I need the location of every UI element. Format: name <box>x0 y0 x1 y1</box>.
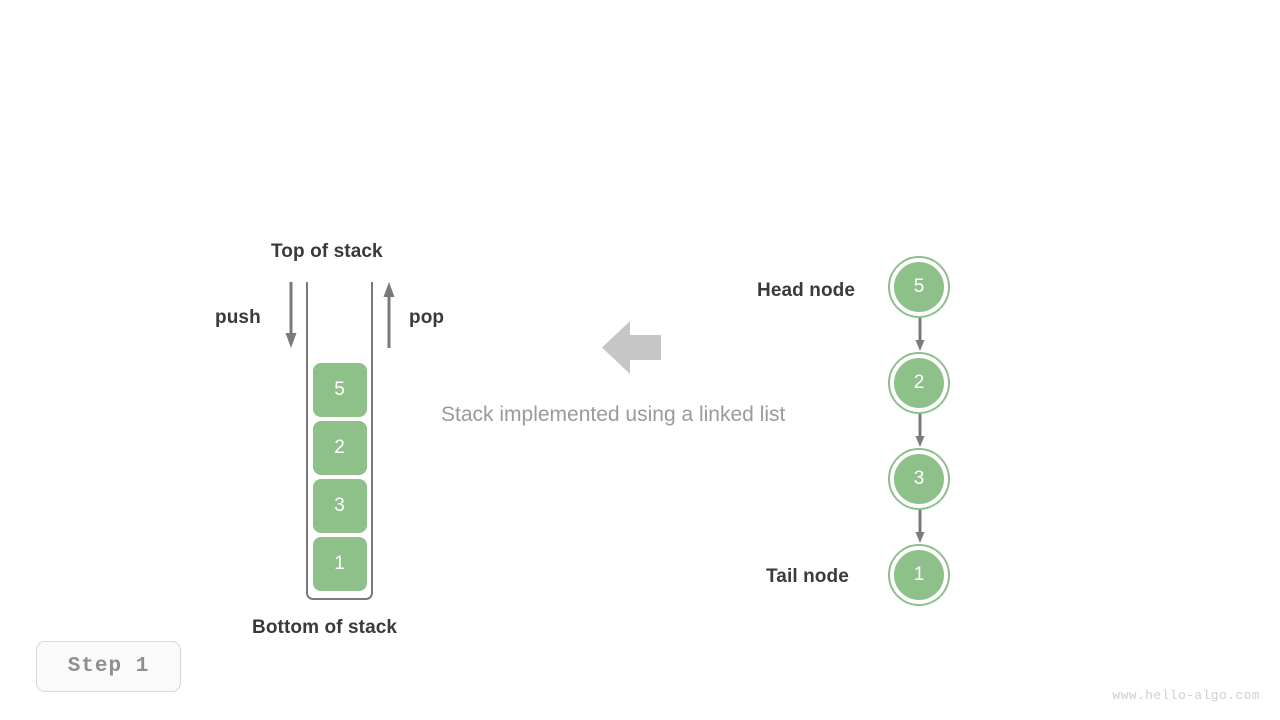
linked-list-node-value: 2 <box>894 358 944 408</box>
linked-list-node: 3 <box>888 448 950 510</box>
linked-list-node: 1 <box>888 544 950 606</box>
linked-list-node: 2 <box>888 352 950 414</box>
push-arrow-icon <box>285 282 297 348</box>
top-of-stack-label: Top of stack <box>271 241 383 262</box>
tail-node-label: Tail node <box>766 566 849 587</box>
stack-box: 3 <box>312 479 367 533</box>
linked-list-node-value: 3 <box>894 454 944 504</box>
linked-list-link-arrow-icon <box>915 414 925 447</box>
linked-list-link-arrow-icon <box>915 510 925 543</box>
linked-list-node: 5 <box>888 256 950 318</box>
pop-arrow-icon <box>383 282 395 348</box>
stack-box: 2 <box>312 421 367 475</box>
linked-list-node-value: 5 <box>894 262 944 312</box>
watermark: www.hello-algo.com <box>1112 688 1260 703</box>
stack-box: 1 <box>312 537 367 591</box>
stack-box-list: 5 2 3 1 <box>308 363 371 591</box>
linked-list-node-value: 1 <box>894 550 944 600</box>
head-node-label: Head node <box>757 280 856 301</box>
linked-list-link-arrow-icon <box>915 318 925 351</box>
transform-left-arrow-icon <box>602 321 661 374</box>
pop-label: pop <box>409 307 445 328</box>
stack-box: 5 <box>312 363 367 417</box>
transform-caption: Stack implemented using a linked list <box>441 403 786 426</box>
linked-list: 5 2 3 1 <box>888 256 952 626</box>
push-label: push <box>215 307 261 328</box>
stack-container: 5 2 3 1 <box>306 282 373 600</box>
bottom-of-stack-label: Bottom of stack <box>252 617 398 638</box>
step-badge: Step 1 <box>36 641 181 692</box>
